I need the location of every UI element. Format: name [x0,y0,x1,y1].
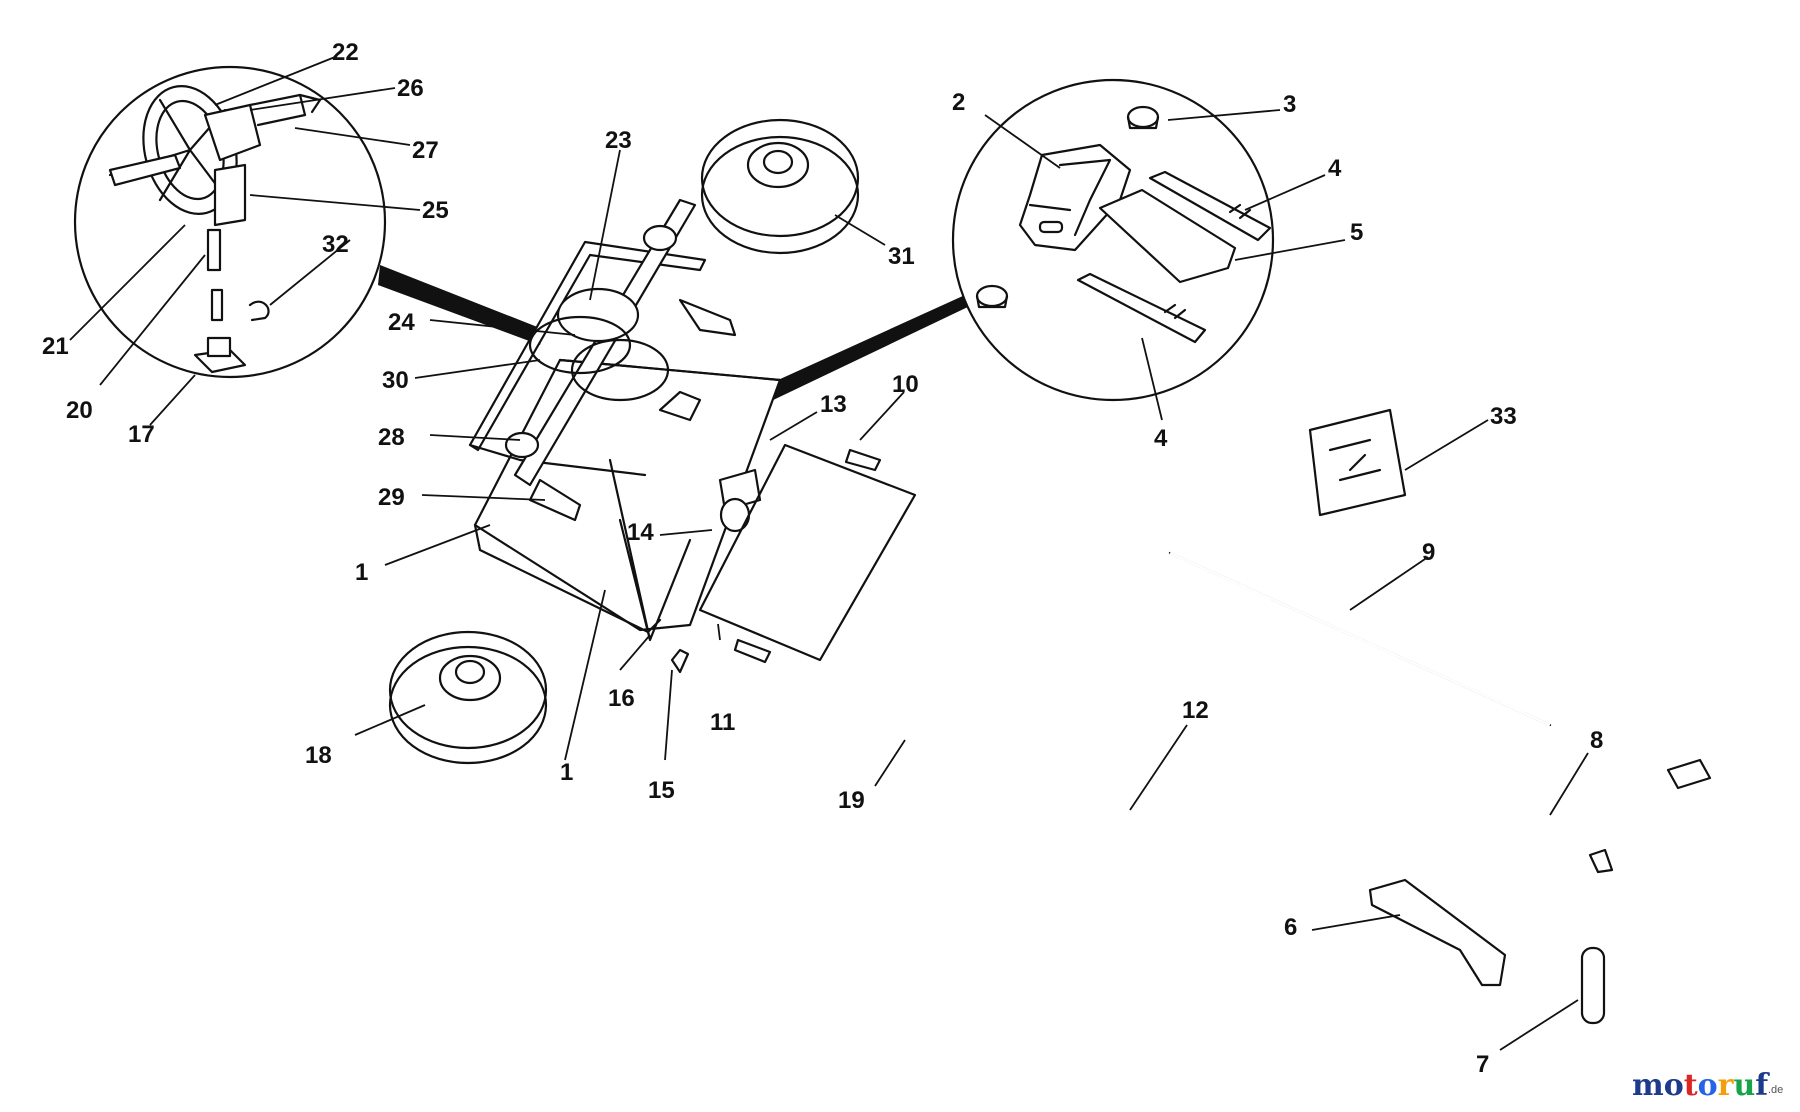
label-33: 33 [1490,403,1517,430]
watermark-suffix: .de [1768,1084,1783,1096]
screen-mesh [698,443,917,664]
label-31: 31 [888,243,915,270]
detail-circle-gearbox [73,65,545,379]
part-number-labels: 22 26 27 25 32 21 20 17 23 24 30 28 29 1… [42,39,1603,1078]
label-7: 7 [1476,1051,1489,1078]
handle-12 [1027,587,1349,844]
label-10: 10 [892,371,919,398]
label-16: 16 [608,685,635,712]
handle-19 [812,507,1108,768]
label-22: 22 [332,39,359,66]
label-4b: 4 [1154,425,1168,452]
watermark-letter: f [1755,1068,1770,1103]
label-3: 3 [1283,91,1296,118]
label-27: 27 [412,137,439,164]
label-12: 12 [1182,697,1209,724]
watermark-brand: motoruf [1632,1068,1770,1103]
label-6: 6 [1284,914,1297,941]
label-11: 11 [710,709,735,736]
watermark-letter: o [1698,1068,1718,1103]
label-19: 19 [838,787,865,814]
watermark-letter: t [1684,1068,1698,1103]
watermark-letter: m [1632,1068,1664,1103]
hopper-assembly [468,198,782,642]
label-23: 23 [605,127,632,154]
label-20: 20 [66,397,93,424]
grip-7 [1580,946,1606,1025]
label-28: 28 [378,424,405,451]
label-30: 30 [382,367,409,394]
label-26: 26 [397,75,424,102]
rod-9 [1168,551,1552,727]
label-32: 32 [322,231,349,258]
watermark-letter: o [1664,1068,1684,1103]
wheel-rear-31 [700,118,860,255]
label-4a: 4 [1328,155,1342,182]
label-15: 15 [648,777,675,804]
label-24: 24 [388,309,415,336]
label-1b: 1 [560,759,573,786]
label-2: 2 [952,89,965,116]
label-29: 29 [378,484,405,511]
hardware-bag-33 [1308,408,1407,517]
label-13: 13 [820,391,847,418]
label-14: 14 [627,519,654,546]
label-9: 9 [1422,539,1435,566]
label-17: 17 [128,421,155,448]
label-5: 5 [1350,219,1363,246]
label-1a: 1 [355,559,368,586]
lever-6 [1368,878,1507,987]
label-8: 8 [1590,727,1603,754]
label-25: 25 [422,197,449,224]
watermark-logo: motoruf .de [1632,1068,1783,1103]
pin-15 [670,648,690,674]
label-21: 21 [42,333,69,360]
label-18: 18 [305,742,332,769]
wheel-front-18 [388,630,548,765]
handle-8 [1327,712,1712,1018]
watermark-letter: u [1733,1068,1755,1103]
watermark-letter: r [1718,1068,1735,1103]
leader-lines [69,56,1589,1051]
